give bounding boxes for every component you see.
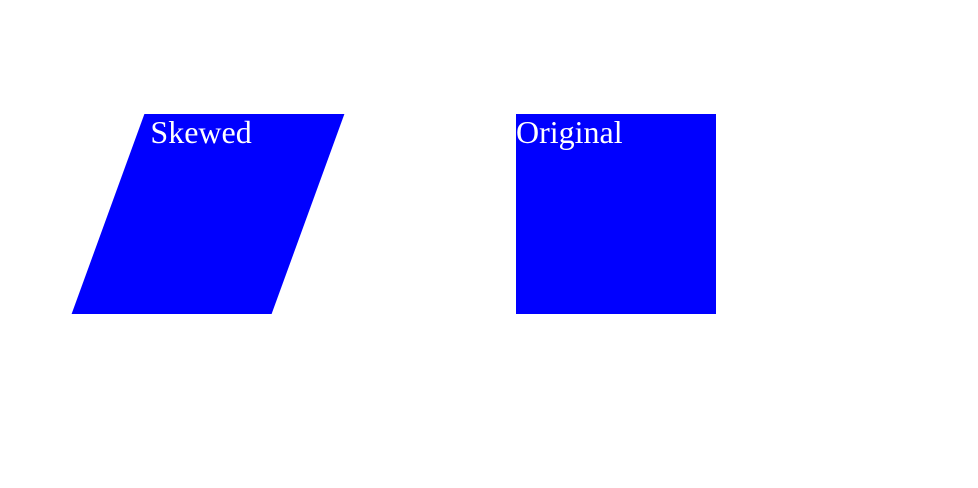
original-box-label: Original [516, 114, 623, 150]
skewed-box-label: Skewed [150, 114, 252, 150]
skewed-box: Skewed [71, 114, 345, 314]
original-box: Original [516, 114, 716, 314]
